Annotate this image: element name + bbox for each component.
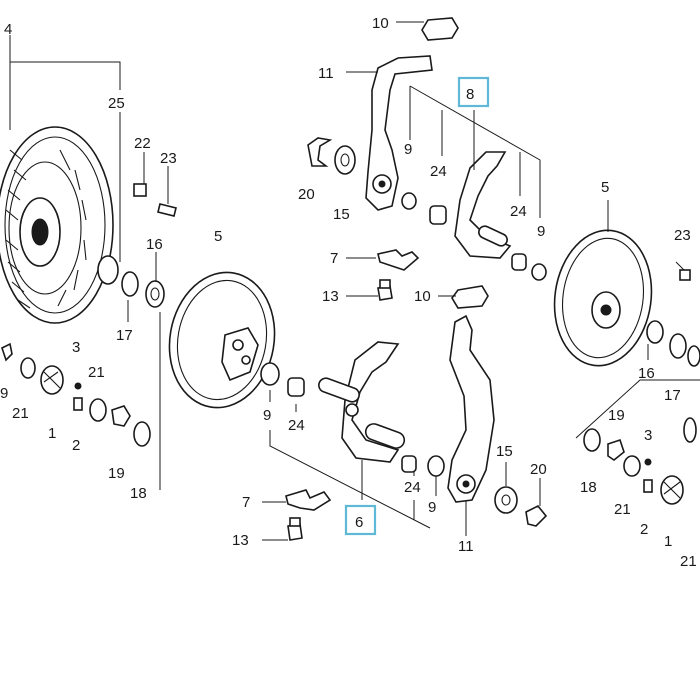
callout-20-left: 20 [298,186,315,203]
callout-6: 6 [355,514,363,531]
callout-24-lower: 24 [288,417,305,434]
callout-18-left: 18 [130,485,147,502]
small-parts [1,17,700,541]
callout-24-upper-right: 24 [510,203,527,220]
callout-13-top: 13 [322,288,339,305]
callout-18-right: 18 [580,479,597,496]
lower-arm [447,314,495,503]
callout-10-top: 10 [372,15,389,32]
callout-2-left: 2 [72,437,80,454]
callout-10-middle: 10 [414,288,431,305]
callout-11-top: 11 [318,65,334,82]
leader-lines [9,21,700,541]
callout-5-right: 5 [601,179,609,196]
callout-9-lower-right: 9 [428,499,436,516]
callout-9-upper-right: 9 [537,223,545,240]
callout-13-bottom: 13 [232,532,249,549]
callout-23-right: 23 [674,227,691,244]
callout-2-right: 2 [640,521,648,538]
highlight-box-part-8 [457,76,490,108]
callout-23-left: 23 [160,150,177,167]
callout-3-left: 3 [72,339,80,356]
callout-7-top: 7 [330,250,338,267]
callout-19-left: 19 [108,465,125,482]
callout-16-right: 16 [638,365,655,382]
callout-labels: 10 11 8 4 25 22 23 9 24 20 15 24 9 5 23 … [0,15,697,570]
callout-1-right: 1 [664,533,672,550]
right-driven-gear [553,229,653,367]
callout-25: 25 [108,95,125,112]
callout-9-lower: 9 [263,407,271,424]
callout-7-bottom: 7 [242,494,250,511]
callout-24-lower-right: 24 [404,479,421,496]
lower-cam-plate [318,341,406,463]
callout-21-left-lower: 21 [12,405,29,422]
upper-arm [365,55,433,211]
callout-4: 4 [4,21,12,38]
callout-22: 22 [134,135,151,152]
left-driven-gear [168,271,276,409]
upper-cam-plate [454,151,512,259]
callout-1-left: 1 [48,425,56,442]
callout-11-bottom: 11 [458,538,474,555]
callout-9-upper: 9 [404,141,412,158]
callout-21-right-upper: 21 [614,501,631,518]
callout-15-right: 15 [496,443,513,460]
callout-17-left: 17 [116,327,133,344]
callout-16-left: 16 [146,236,163,253]
left-rear-wheel [0,126,114,324]
callout-15-left: 15 [333,206,350,223]
callout-9-left: 9 [0,385,8,402]
callout-8: 8 [466,86,474,103]
highlight-box-part-6 [344,504,377,536]
callout-5-left: 5 [214,228,222,245]
callout-21-right-lower: 21 [680,553,697,570]
callout-17-right: 17 [664,387,681,404]
callout-20-right: 20 [530,461,547,478]
callout-24-upper: 24 [430,163,447,180]
callout-19-right: 19 [608,407,625,424]
callout-21-left-upper: 21 [88,364,105,381]
callout-3-right: 3 [644,427,652,444]
